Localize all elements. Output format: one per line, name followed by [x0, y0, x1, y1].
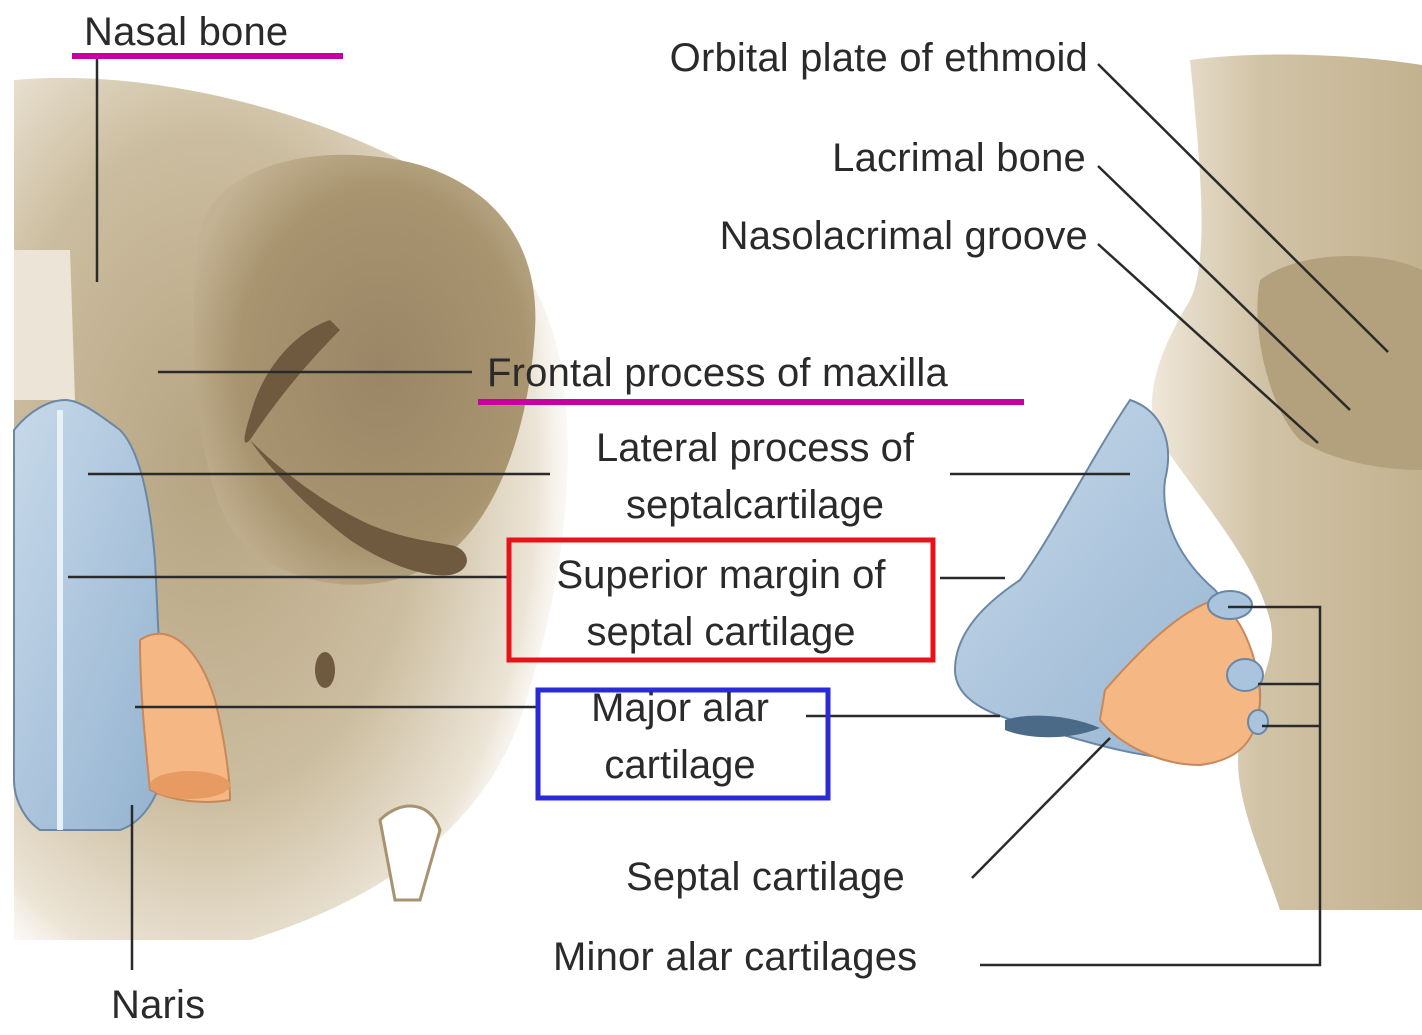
label-frontal-process: Frontal process of maxilla: [487, 353, 948, 393]
label-nasolacrimal-groove: Nasolacrimal groove: [720, 216, 1088, 256]
minor-alar-3: [1248, 710, 1268, 734]
tooth-gap: [380, 806, 440, 900]
label-major-alar: Major alar cartilage: [540, 680, 820, 794]
label-major-alar-line1: Major alar: [540, 680, 820, 737]
label-orbital-plate: Orbital plate of ethmoid: [670, 38, 1088, 78]
minor-alar-1: [1208, 591, 1252, 619]
leader-septal: [972, 738, 1110, 878]
label-major-alar-line2: cartilage: [540, 737, 820, 794]
label-lateral-process-line2: septalcartilage: [550, 477, 960, 534]
label-minor-alar: Minor alar cartilages: [553, 937, 917, 977]
label-lacrimal-bone: Lacrimal bone: [832, 138, 1086, 178]
label-naris: Naris: [111, 985, 205, 1025]
nasal-bone-area: [14, 250, 75, 400]
label-nasal-bone: Nasal bone: [84, 12, 288, 52]
lateral-skull-view: [955, 55, 1422, 910]
foramen: [315, 652, 335, 688]
label-lateral-process-line1: Lateral process of: [550, 420, 960, 477]
label-superior-margin-line2: septal cartilage: [512, 604, 930, 661]
naris-opening: [150, 771, 230, 799]
label-lateral-process: Lateral process of septalcartilage: [550, 420, 960, 534]
label-superior-margin-line1: Superior margin of: [512, 547, 930, 604]
label-superior-margin: Superior margin of septal cartilage: [512, 547, 930, 661]
skull-side: [1152, 55, 1422, 910]
minor-alar-2: [1227, 659, 1263, 691]
label-septal-cartilage: Septal cartilage: [626, 857, 905, 897]
